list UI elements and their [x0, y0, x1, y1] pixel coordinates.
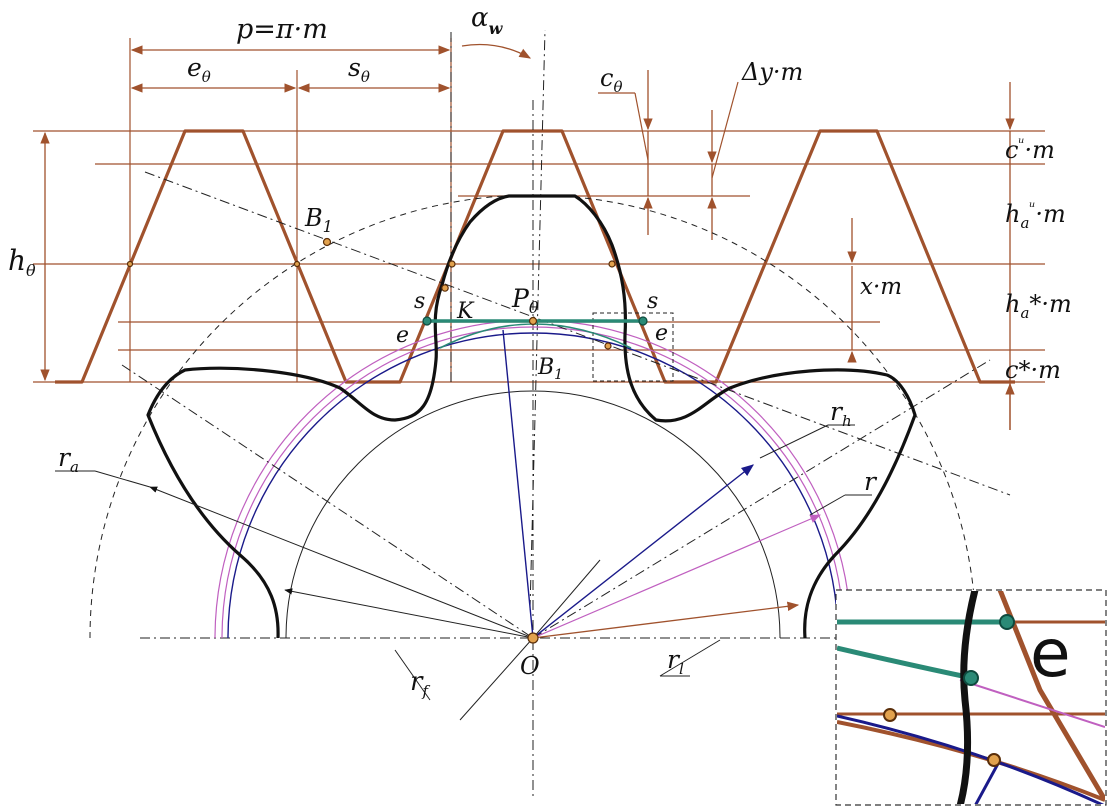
base-circle — [227, 332, 839, 639]
alpha-w-label: αw — [471, 3, 504, 38]
rack-profile — [55, 129, 1015, 384]
s-right-label: s — [647, 289, 658, 314]
e0-label: eθ — [187, 53, 211, 86]
c-top-label: cᵘ·m — [1005, 134, 1055, 164]
ha-bottom-label: ha*·m — [1005, 290, 1072, 322]
x-m-label: x·m — [860, 274, 902, 300]
s0-label: sθ — [348, 53, 370, 86]
B-label: B1 — [537, 355, 563, 383]
c0-label: cθ — [600, 64, 622, 96]
pitch-label: p=π·m — [236, 14, 328, 45]
c-bottom-label: c*·m — [1005, 356, 1061, 384]
rf-label: rf — [410, 667, 430, 700]
detail-inset: e — [835, 589, 1107, 806]
B1-label: B1 — [304, 204, 333, 236]
rl-label: rl — [667, 645, 684, 678]
pressure-angle — [450, 29, 546, 611]
delta-y-label: Δy·m — [741, 58, 803, 86]
dimension-lines — [40, 38, 1015, 430]
root-circle — [285, 390, 781, 639]
inset-e-label: e — [1030, 615, 1071, 692]
point-P0 — [528, 316, 538, 326]
points — [126, 237, 616, 644]
e-right-label: e — [655, 321, 668, 346]
e-left-label: e — [396, 323, 409, 348]
detail-marker — [592, 312, 674, 382]
O-label: O — [520, 652, 540, 680]
s-left-label: s — [414, 289, 425, 314]
construction-rays — [55, 329, 872, 721]
labels: p=π·m αw eθ sθ cθ Δy·m cᵘ·m haᵘ·m ha*·m … — [8, 3, 1072, 700]
point-O — [527, 632, 539, 644]
ra-label: ra — [58, 443, 79, 476]
K-label: K — [456, 299, 475, 324]
P0-label: Pθ — [511, 284, 539, 317]
gear-profile — [146, 194, 917, 639]
rh-label: rh — [830, 397, 852, 430]
r-label: r — [864, 467, 878, 496]
h0-label: hθ — [8, 244, 36, 280]
line-of-action — [144, 171, 1011, 496]
point-K — [441, 284, 449, 292]
point-B1 — [322, 237, 332, 247]
ha-top-label: haᵘ·m — [1005, 198, 1066, 232]
